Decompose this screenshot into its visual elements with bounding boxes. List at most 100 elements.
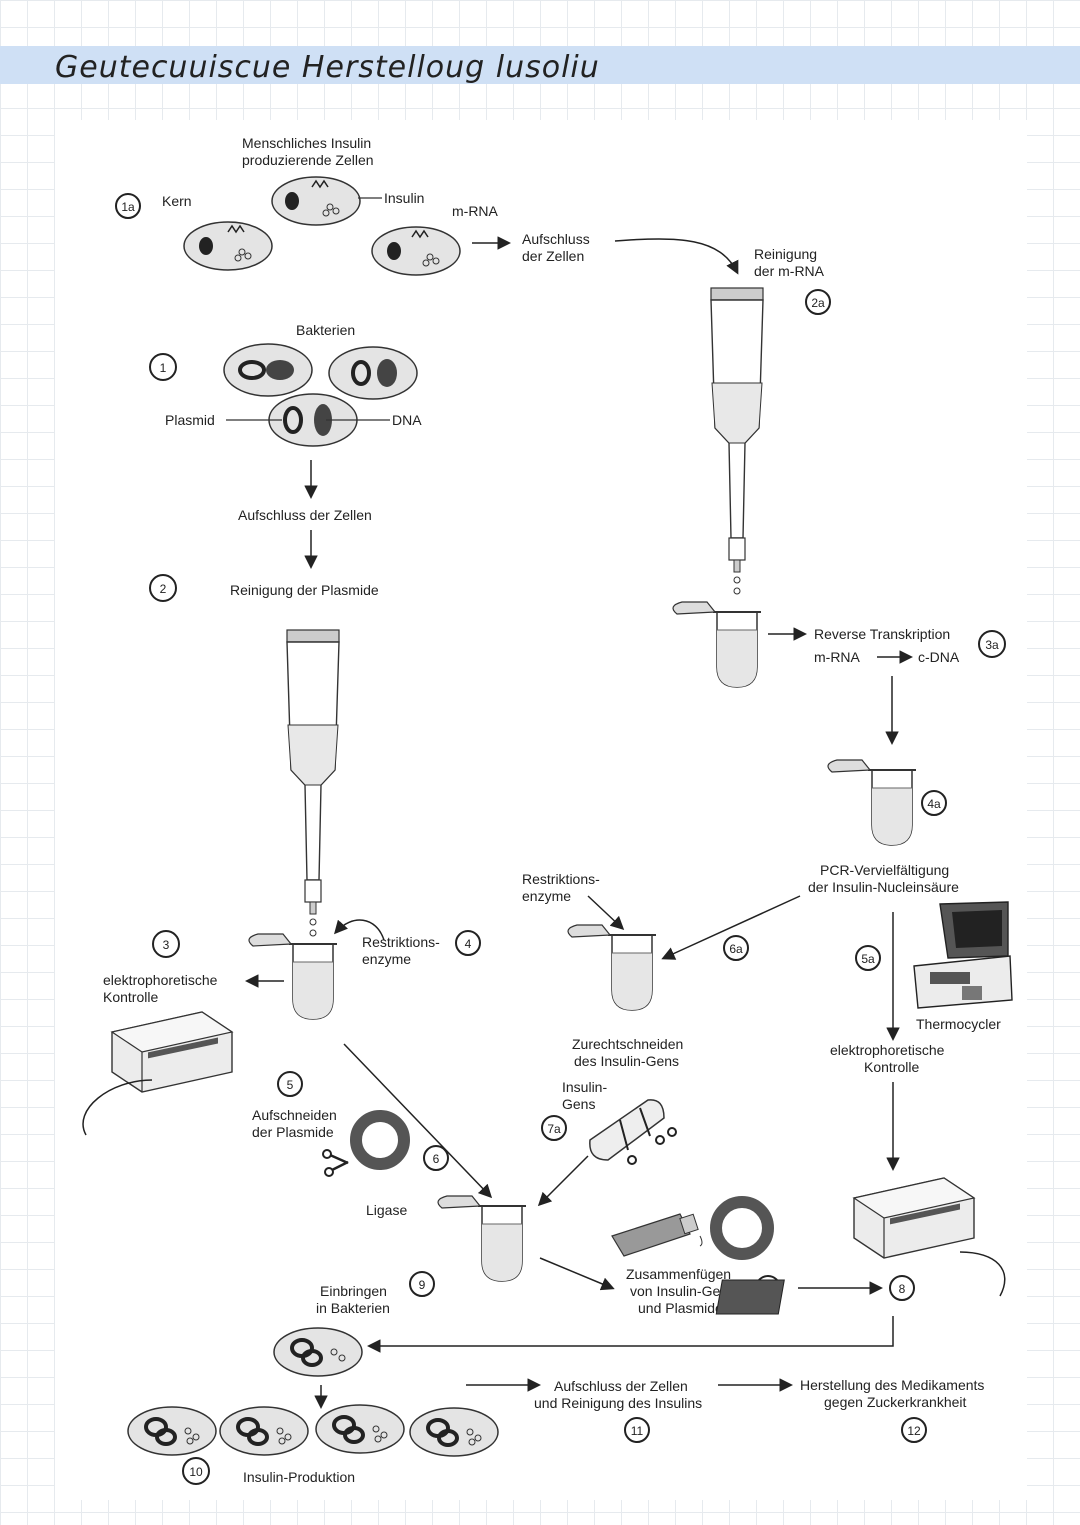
- step-badge-1a: [115, 193, 141, 219]
- label-human-cells-1: Menschliches Insulin: [242, 135, 371, 151]
- label-rt-mrna: m-RNA: [814, 649, 861, 665]
- step-5a: 5a: [861, 952, 875, 966]
- label-zusammen-2: von Insulin-Gen: [630, 1283, 728, 1299]
- page-title: Geutecuuiscue Herstelloug lusoliu: [55, 50, 600, 85]
- label-zusammen-1: Zusammenfügen: [626, 1266, 731, 1282]
- tube-center: [567, 924, 657, 1011]
- label-kern: Kern: [162, 193, 192, 209]
- step-7a: 7a: [547, 1122, 561, 1136]
- step-badge-11: [624, 1417, 650, 1443]
- human-cell-3: [371, 226, 461, 276]
- insulin-gene-cut: [589, 1099, 677, 1165]
- label-herstellung-2: gegen Zuckerkrankheit: [824, 1394, 967, 1410]
- label-ligase: Ligase: [366, 1202, 407, 1218]
- step-badge-7a: [541, 1115, 567, 1141]
- label-zurecht-1: Zurechtschneiden: [572, 1036, 683, 1052]
- glue-tube: [611, 1213, 703, 1257]
- step-2a: 2a: [811, 296, 825, 310]
- bacterium-3: [268, 393, 358, 447]
- thermocycler-device: [913, 901, 1013, 1009]
- step-1: 1: [160, 361, 167, 375]
- label-pcr-2: der Insulin-Nucleinsäure: [808, 879, 959, 895]
- bacterium-2: [328, 346, 418, 400]
- step-badge-6: [423, 1145, 449, 1171]
- tube-right-1: [672, 601, 762, 688]
- label-human-cells-2: produzierende Zellen: [242, 152, 374, 168]
- label-restriktion-a-2: enzyme: [522, 888, 571, 904]
- label-reinigung-m-1: Reinigung: [754, 246, 817, 262]
- step-6: 6: [433, 1152, 440, 1166]
- step-8: 8: [899, 1282, 906, 1296]
- step-5: 5: [287, 1078, 294, 1092]
- plasmid-ring-cut: [322, 1110, 410, 1177]
- bacteria-row: [127, 1404, 499, 1457]
- label-aufschluss-insulin-1: Aufschluss der Zellen: [554, 1378, 688, 1394]
- label-restriktion-a-1: Restriktions-: [522, 871, 600, 887]
- label-rt-cdna: c-DNA: [918, 649, 960, 665]
- step-badge-6a: [723, 935, 749, 961]
- step-badge-12: [901, 1417, 927, 1443]
- label-insulin-produktion: Insulin-Produktion: [243, 1469, 355, 1485]
- label-elektro-a-1: elektrophoretische: [103, 972, 218, 988]
- label-aufschneiden-2: der Plasmide: [252, 1124, 334, 1140]
- label-aufschneiden-1: Aufschneiden: [252, 1107, 337, 1123]
- step-4: 4: [465, 937, 472, 951]
- label-insulin-gen-2: Gens: [562, 1096, 595, 1112]
- label-dna: DNA: [392, 412, 422, 428]
- label-reinigung-plasmide: Reinigung der Plasmide: [230, 582, 379, 598]
- label-elektro-b-1: elektrophoretische: [830, 1042, 945, 1058]
- label-zusammen-3: und Plasmide: [638, 1300, 723, 1316]
- step-badge-4: [455, 930, 481, 956]
- step-badge-2a: [805, 289, 831, 315]
- label-plasmid: Plasmid: [165, 412, 215, 428]
- gel-tray-right: [715, 1279, 785, 1315]
- label-reverse-transcription: Reverse Transkription: [814, 626, 950, 642]
- bacterium-1: [223, 343, 313, 397]
- title-band: [0, 46, 1080, 84]
- plasmid-ring-joined: [710, 1196, 774, 1260]
- step-badge-3: [152, 930, 180, 958]
- step-badge-3a: [978, 630, 1006, 658]
- step-4a: 4a: [927, 797, 941, 811]
- label-insulin: Insulin: [384, 190, 424, 206]
- label-restriktion-b-1: Restriktions-: [362, 934, 440, 950]
- label-herstellung-1: Herstellung des Medikaments: [800, 1377, 984, 1393]
- human-cell-1: [183, 221, 273, 271]
- label-restriktion-b-2: enzyme: [362, 951, 411, 967]
- step-6a: 6a: [729, 942, 743, 956]
- human-cell-2: [271, 176, 361, 226]
- label-elektro-a-2: Kontrolle: [103, 989, 158, 1005]
- purification-column-left: [286, 629, 340, 937]
- tube-right-2: [827, 759, 917, 846]
- label-mrna: m-RNA: [452, 203, 499, 219]
- label-pcr-1: PCR-Vervielfältigung: [820, 862, 949, 878]
- label-einbringen-2: in Bakterien: [316, 1300, 390, 1316]
- gel-electrophoresis-left: [111, 1011, 233, 1093]
- tube-ligation: [437, 1195, 527, 1282]
- purification-column-right: [710, 287, 764, 595]
- tube-left: [248, 933, 338, 1020]
- step-3a: 3a: [985, 638, 999, 652]
- step-badge-5: [277, 1071, 303, 1097]
- label-aufschluss-insulin-2: und Reinigung des Insulins: [534, 1395, 702, 1411]
- label-thermocycler: Thermocycler: [916, 1016, 1001, 1032]
- label-aufschluss-b: Aufschluss der Zellen: [238, 507, 372, 523]
- step-badge-9: [409, 1271, 435, 1297]
- label-aufschluss-a-1: Aufschluss: [522, 231, 590, 247]
- step-badge-5a: [855, 945, 881, 971]
- label-aufschluss-a-2: der Zellen: [522, 248, 584, 264]
- label-reinigung-m-2: der m-RNA: [754, 263, 825, 279]
- step-12: 12: [907, 1424, 921, 1438]
- step-badge-4a: [921, 790, 947, 816]
- label-elektro-b-2: Kontrolle: [864, 1059, 919, 1075]
- step-badge-10: [182, 1457, 210, 1485]
- step-badge-8: [889, 1275, 915, 1301]
- step-badge-2: [149, 574, 177, 602]
- step-2: 2: [160, 582, 167, 596]
- step-badge-1: [149, 353, 177, 381]
- step-9: 9: [419, 1278, 426, 1292]
- step-3: 3: [163, 938, 170, 952]
- gel-electrophoresis-right: [853, 1177, 975, 1259]
- label-insulin-gen-1: Insulin-: [562, 1079, 607, 1095]
- label-einbringen-1: Einbringen: [320, 1283, 387, 1299]
